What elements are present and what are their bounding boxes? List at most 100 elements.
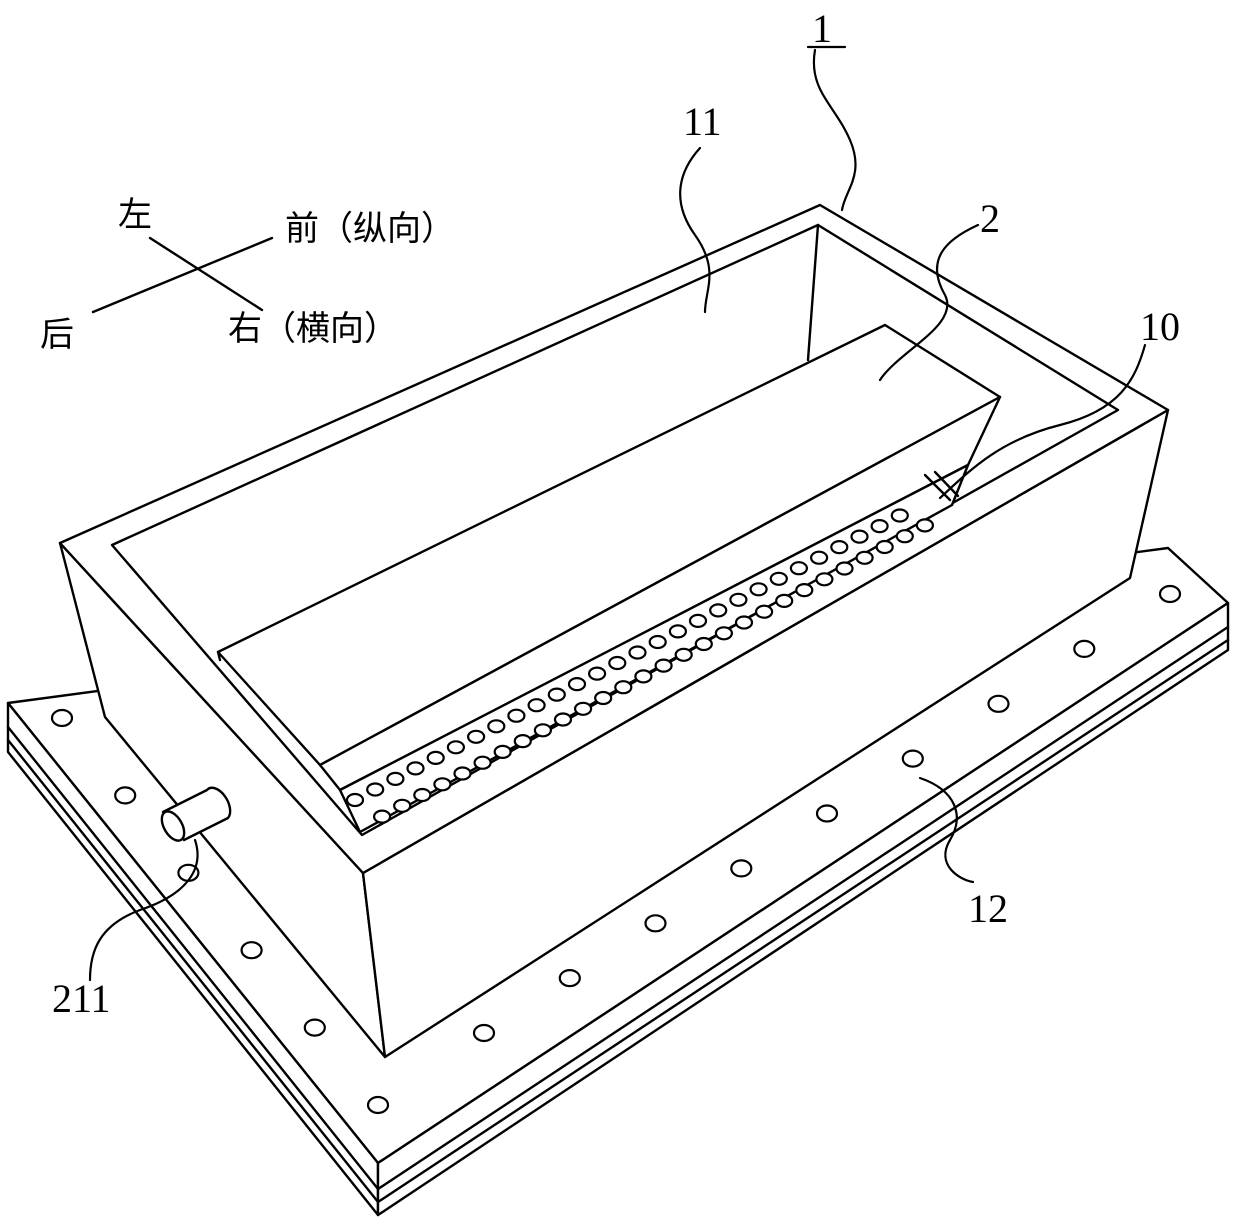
- orientation-right: 右（横向）: [228, 309, 398, 349]
- label-10: 10: [1140, 304, 1180, 349]
- perforation-hole: [729, 592, 748, 607]
- perforation-hole: [433, 777, 452, 792]
- perforation-hole: [915, 518, 935, 533]
- perforation-hole: [654, 658, 673, 673]
- perforated-plate: [338, 463, 970, 834]
- bolt-hole: [1158, 584, 1182, 604]
- label-1: 1: [812, 6, 832, 51]
- perforation-hole: [573, 701, 593, 716]
- label-11: 11: [683, 99, 722, 144]
- inner-back-corner: [806, 223, 820, 362]
- perforation-hole: [795, 582, 814, 598]
- perforation-hole: [366, 782, 385, 797]
- perforation-hole: [875, 539, 894, 555]
- bolt-hole: [558, 968, 581, 988]
- bolt-hole: [366, 1095, 390, 1115]
- perforation-hole: [547, 687, 566, 702]
- bolt-hole: [987, 694, 1010, 713]
- perforation-hole: [467, 729, 486, 744]
- pipe-end: [160, 810, 186, 842]
- block-2: [216, 323, 1002, 792]
- axis-front-back: [91, 236, 274, 314]
- perforation-hole: [674, 647, 693, 662]
- perforation-hole: [815, 572, 834, 587]
- bolt-hole: [472, 1023, 496, 1043]
- perforation-hole: [835, 561, 854, 576]
- perforation-hole: [714, 626, 734, 641]
- base-plate-layer-line: [6, 725, 380, 1191]
- bolt-hole: [50, 708, 74, 728]
- bolt-hole: [114, 786, 137, 805]
- orientation-back: 后: [40, 315, 74, 355]
- perforation-hole: [533, 723, 553, 738]
- orientation-front: 前（纵向）: [285, 209, 455, 249]
- bolt-holes: [50, 584, 1182, 1115]
- bolt-hole: [303, 1018, 326, 1037]
- leader-lines: [88, 45, 1147, 982]
- perforation-hole: [587, 666, 607, 681]
- perforation-hole: [594, 690, 613, 706]
- perforation-hole: [734, 615, 754, 630]
- bolt-hole: [730, 859, 753, 878]
- leader-1: [812, 48, 857, 212]
- perforation-hole: [754, 604, 774, 619]
- perforation-hole: [628, 645, 647, 660]
- perforated-end-hatch: [933, 470, 960, 498]
- label-12: 12: [968, 886, 1008, 931]
- labels: 1 11 2 10 12 211 左 前（纵向） 后 右（横向）: [40, 6, 1180, 1021]
- perforation-hole: [446, 740, 465, 755]
- perforation-hole: [453, 766, 472, 781]
- perforation-hole: [567, 676, 587, 692]
- perforation-hole: [809, 550, 829, 565]
- bolt-hole: [815, 804, 839, 823]
- block-bottom-line: [216, 650, 222, 662]
- perforation-hole: [345, 792, 365, 808]
- perforation-hole: [870, 518, 889, 534]
- pipe-211: [160, 786, 232, 842]
- bolt-hole: [644, 914, 667, 933]
- leader-12: [918, 776, 975, 884]
- perforation-hole: [406, 761, 425, 776]
- perforation-hole: [373, 809, 392, 824]
- base-plate-layer-line: [376, 625, 1230, 1191]
- perforation-hole: [634, 669, 653, 684]
- perforation-hole: [614, 680, 633, 695]
- perforation-hole: [890, 508, 909, 523]
- perforated-end-hatch: [923, 473, 952, 502]
- perforation-hole: [493, 744, 512, 760]
- perforation-hole: [830, 539, 849, 555]
- perforation-hole: [553, 712, 573, 727]
- perforation-hole: [473, 755, 492, 770]
- bolt-hole: [1073, 639, 1096, 659]
- perforation-hole: [426, 750, 445, 766]
- base-plate-layer-line: [376, 638, 1230, 1204]
- base-plate-layer-line: [6, 738, 380, 1204]
- perforation-hole: [895, 529, 914, 544]
- perforation-hole: [749, 582, 768, 597]
- perforation-hole: [769, 571, 788, 586]
- bolt-hole: [901, 749, 924, 768]
- orientation-indicator: [91, 236, 274, 314]
- perforation-hole: [413, 787, 432, 803]
- perforation-hole: [648, 634, 667, 650]
- perforation-hole: [709, 603, 728, 618]
- perforation-hole: [688, 613, 708, 629]
- perforation-hole: [855, 550, 874, 565]
- orientation-left: 左: [118, 195, 152, 235]
- label-211: 211: [52, 976, 111, 1021]
- leader-11: [679, 146, 711, 314]
- leader-2: [878, 223, 980, 382]
- leader-211: [88, 838, 199, 982]
- perforation-hole: [608, 655, 627, 671]
- perforation-hole: [507, 708, 526, 723]
- perforation-hole: [694, 636, 713, 652]
- perforation-hole: [513, 733, 532, 749]
- perforation-hole: [789, 561, 809, 576]
- leader-10: [938, 343, 1147, 500]
- perforation-hole: [386, 771, 405, 787]
- perforation-hole: [850, 529, 869, 544]
- perforation-hole: [775, 593, 794, 609]
- perforation-hole: [487, 719, 506, 734]
- perforation-hole: [668, 624, 688, 639]
